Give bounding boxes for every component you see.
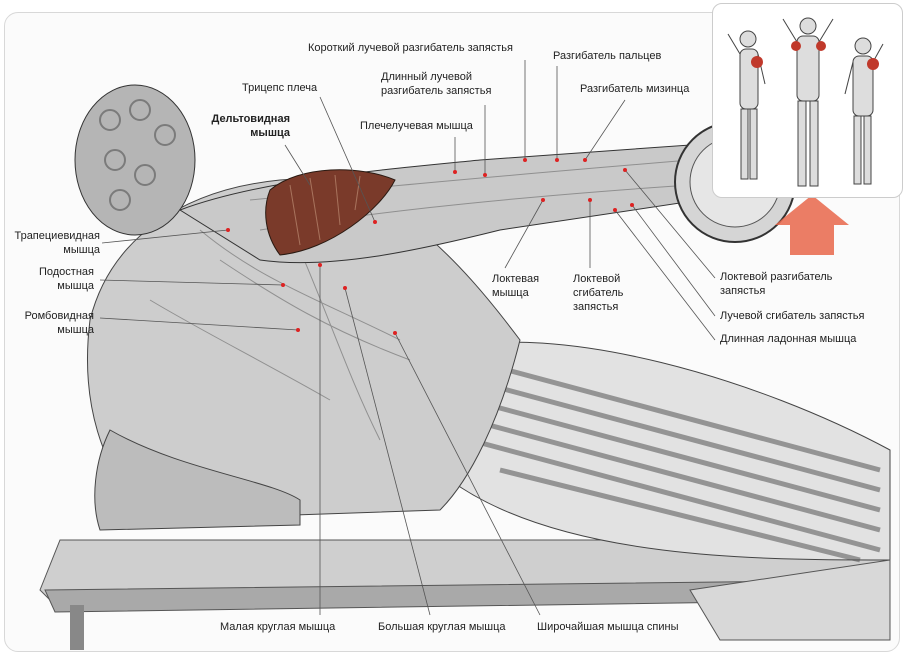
label-line: Длинный лучевой	[381, 71, 473, 83]
label-line: мышца	[492, 287, 529, 299]
label-teres-minor: Малая круглая мышца	[220, 621, 336, 633]
inset-illustration	[727, 17, 884, 187]
leader-lines	[99, 60, 716, 616]
label-ulnar-flexor: Локтевой сгибатель запястья	[573, 272, 623, 314]
label-line: мышца	[57, 280, 94, 292]
muscle-markers	[226, 158, 634, 335]
inset-deltoid-highlight	[751, 41, 879, 70]
head	[74, 84, 196, 236]
label-finger-extensor: Разгибатель пальцев	[553, 50, 662, 62]
inset-figures	[712, 3, 903, 198]
label-trapezius: Трапециевидная мышца	[0, 229, 100, 257]
label-line: разгибатель запястья	[381, 85, 492, 97]
label-palmaris-longus: Длинная ладонная мышца	[720, 333, 857, 345]
label-line: запястья	[720, 285, 766, 297]
striped-pants	[439, 341, 891, 641]
arrow-up-icon	[775, 195, 849, 255]
label-teres-major: Большая круглая мышца	[378, 621, 506, 633]
label-line: Локтевой	[573, 273, 621, 285]
label-rhomboid: Ромбовидная мышца	[0, 309, 94, 337]
bench	[39, 539, 891, 650]
label-anconeus: Локтевая мышца	[492, 272, 539, 300]
label-line: Подостная	[38, 266, 94, 278]
label-line: Локтевой разгибатель	[720, 271, 833, 283]
label-line: сгибатель	[573, 287, 624, 299]
label-brachioradialis: Плечелучевая мышца	[360, 120, 473, 132]
label-line: запястья	[573, 301, 619, 313]
label-ulnar-extensor: Локтевой разгибатель запястья	[720, 270, 832, 298]
label-deltoid: Дельтовидная мышца	[200, 112, 290, 140]
label-latissimus: Широчайшая мышца спины	[537, 621, 679, 633]
deltoid-fibers	[289, 174, 361, 246]
label-short-radial-extensor: Короткий лучевой разгибатель запястья	[308, 42, 513, 54]
label-line: Дельтовидная	[211, 113, 290, 125]
label-pinky-extensor: Разгибатель мизинца	[580, 83, 690, 95]
label-line: Локтевая	[492, 273, 540, 285]
label-line: мышца	[63, 244, 100, 256]
label-line: мышца	[250, 127, 290, 139]
label-radial-flexor: Лучевой сгибатель запястья	[720, 310, 865, 322]
arm	[178, 144, 701, 264]
label-line: Трапециевидная	[14, 230, 100, 242]
label-long-radial-extensor: Длинный лучевой разгибатель запястья	[381, 70, 491, 98]
torso	[87, 178, 521, 531]
label-triceps: Трицепс плеча	[242, 82, 318, 94]
label-infraspinatus: Подостная мышца	[0, 265, 94, 293]
label-line: мышца	[57, 324, 94, 336]
label-line: Ромбовидная	[24, 310, 94, 322]
